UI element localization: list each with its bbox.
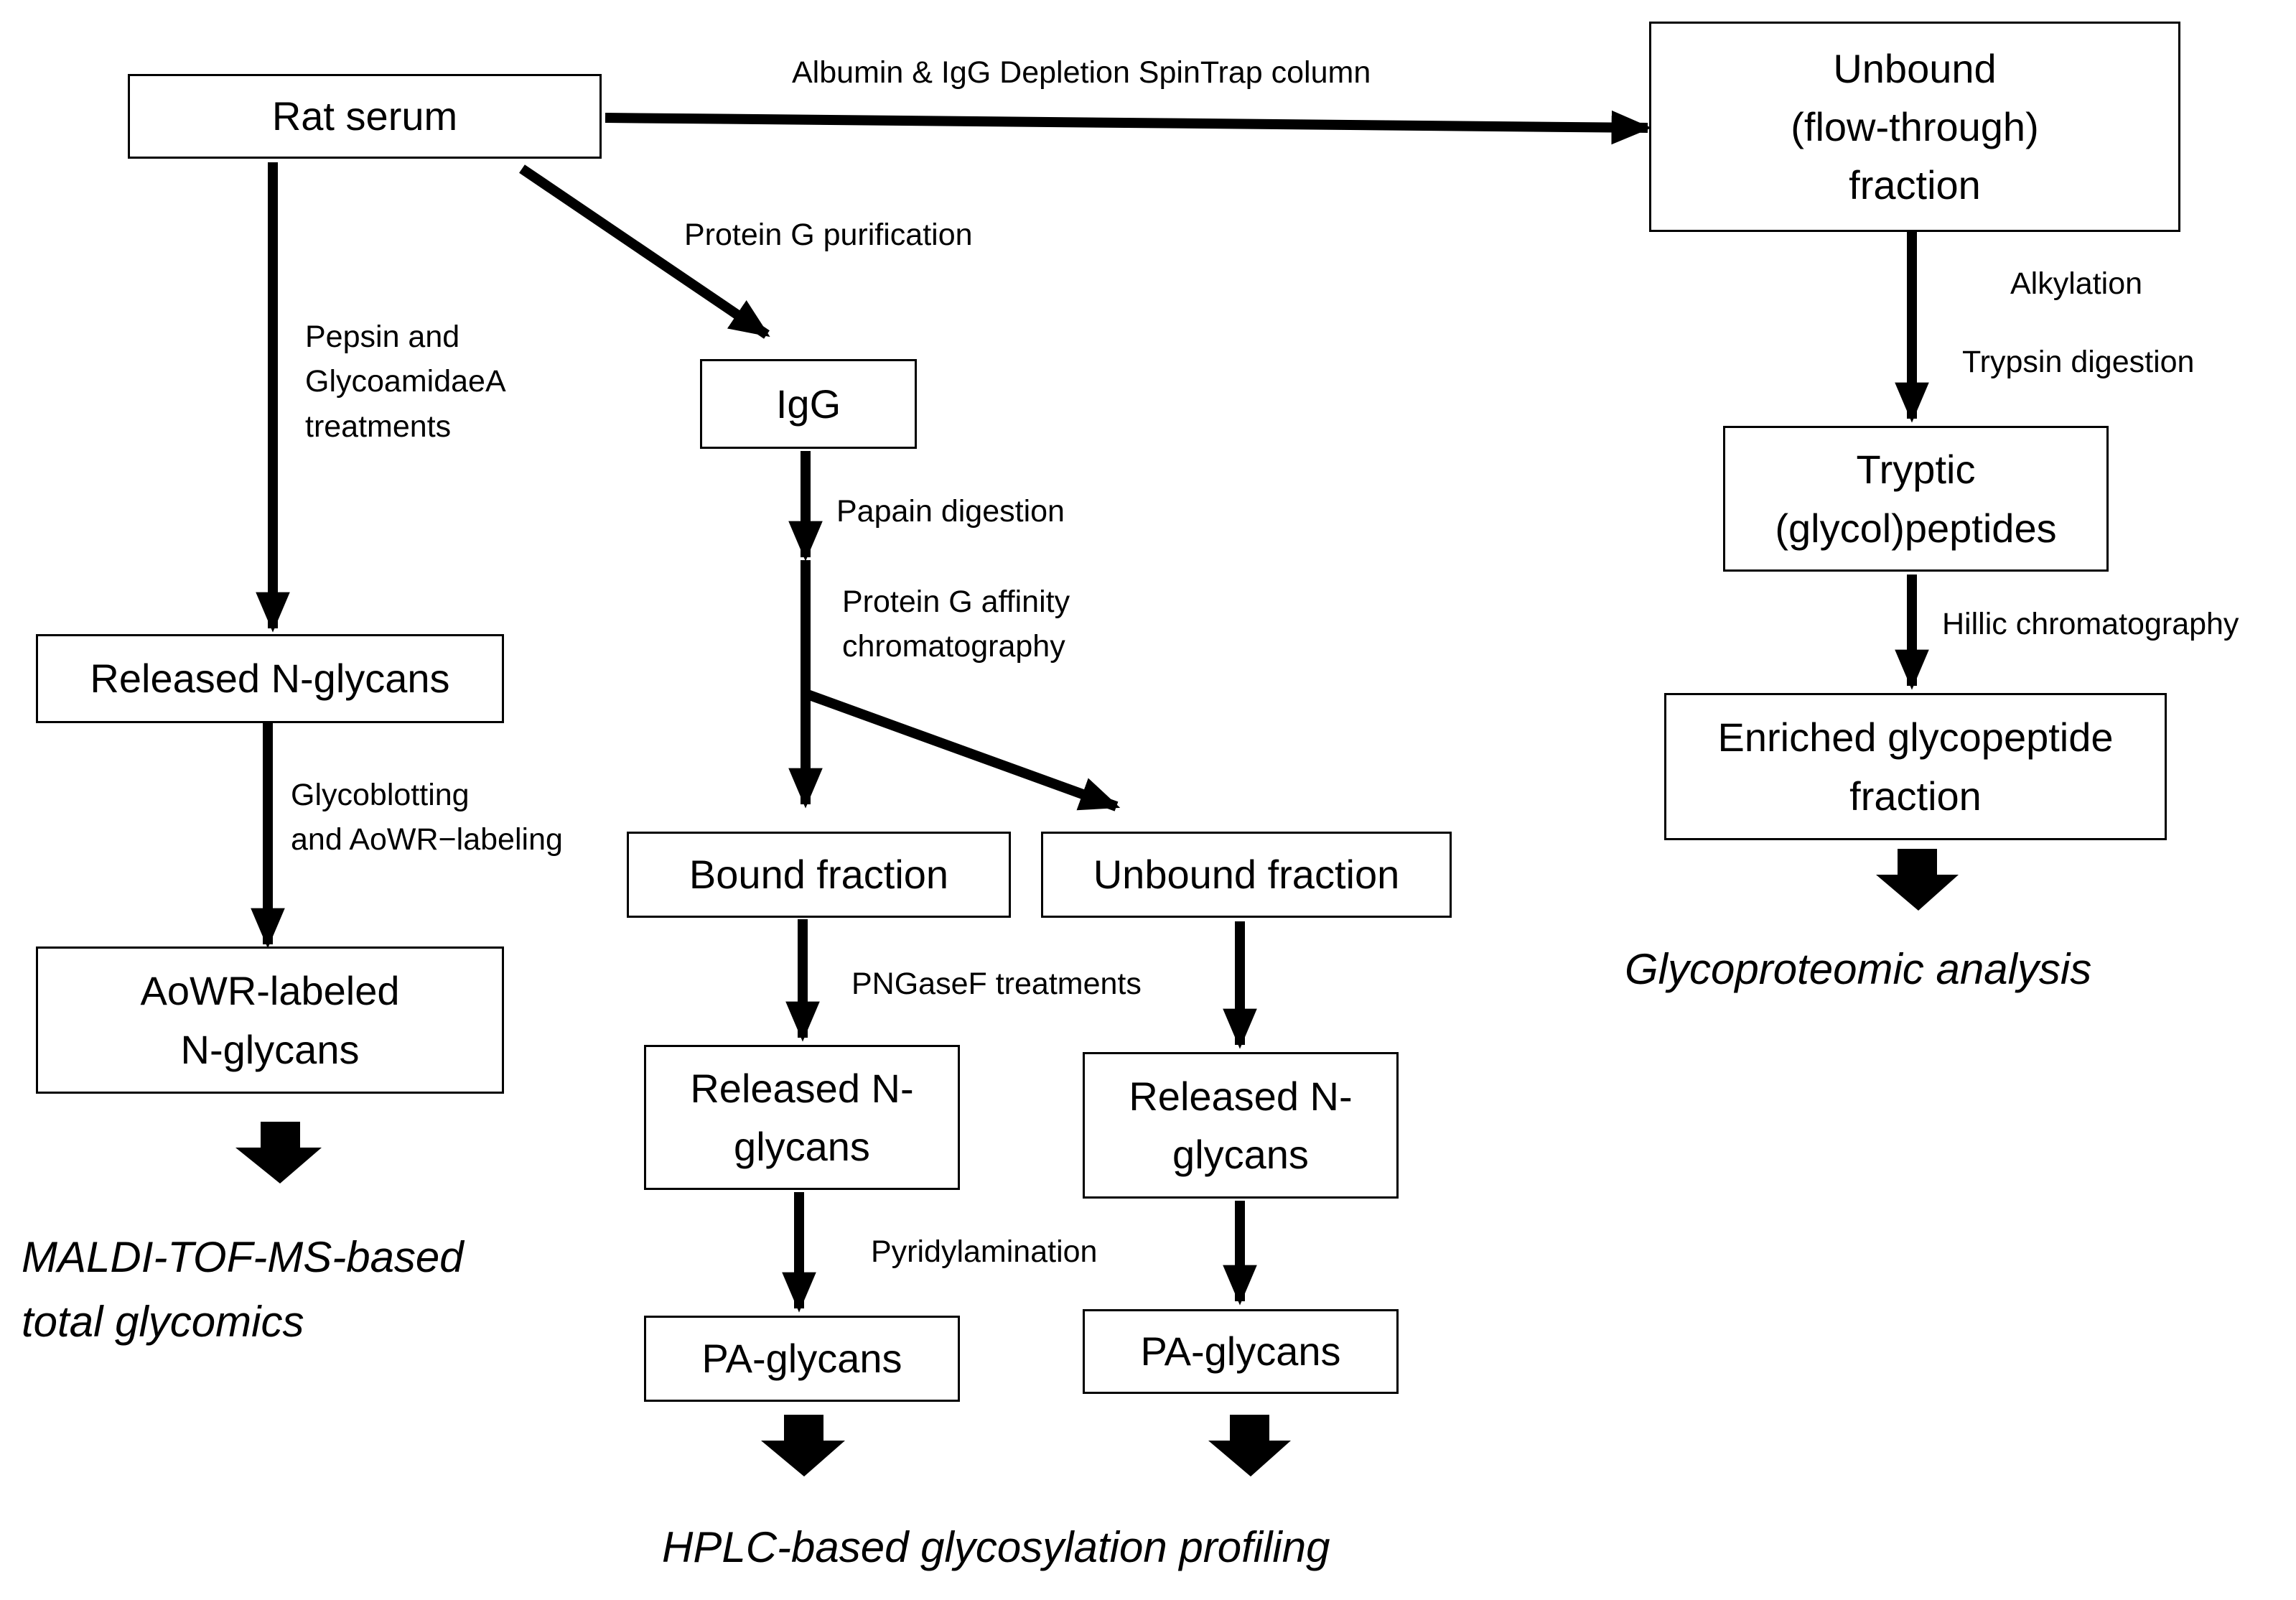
label-trypsin-digestion: Trypsin digestion xyxy=(1962,345,2195,379)
label-pyridylamination: Pyridylamination xyxy=(871,1234,1098,1269)
label-pngasef: PNGaseF treatments xyxy=(851,967,1142,1001)
outcome-maldi-total-glycomics: MALDI-TOF-MS-based total glycomics xyxy=(22,1233,464,1346)
unbound-flowthrough-text: Unbound (flow-through) fraction xyxy=(1791,45,2039,208)
aowr-labeled-text: AoWR-labeled N-glycans xyxy=(140,968,400,1072)
label-glycoblotting: Glycoblotting and AoWR−labeling xyxy=(291,778,563,857)
enriched-glycopeptide-text: Enriched glycopeptide fraction xyxy=(1717,715,2114,819)
tryptic-glycopeptides-box: Tryptic (glycol)peptides xyxy=(1723,426,2109,572)
released-nglycans-bound-text: Released N- glycans xyxy=(690,1065,914,1169)
released-nglycans-unbound-box: Released N- glycans xyxy=(1083,1052,1399,1199)
result-arrow-pa-unbound xyxy=(1208,1415,1291,1476)
label-alkylation: Alkylation xyxy=(2010,266,2143,301)
connector-arrows xyxy=(251,110,1929,1313)
rat-serum-box: Rat serum xyxy=(128,74,602,159)
released-nglycans-unbound-text: Released N- glycans xyxy=(1129,1073,1353,1177)
released-nglycans-total-text: Released N-glycans xyxy=(90,656,450,702)
label-protein-g-purification: Protein G purification xyxy=(684,218,973,252)
label-protein-g-affinity: Protein G affinity chromatography xyxy=(842,585,1070,664)
enriched-glycopeptide-box: Enriched glycopeptide fraction xyxy=(1664,693,2167,840)
unbound-fraction-box: Unbound fraction xyxy=(1041,832,1452,918)
result-arrow-maldi xyxy=(235,1122,322,1183)
aowr-labeled-box: AoWR-labeled N-glycans xyxy=(36,946,504,1094)
outcome-glycoproteomic-analysis: Glycoproteomic analysis xyxy=(1625,945,2092,993)
arrow-serum-to-flowthrough xyxy=(605,110,1652,145)
igg-box: IgG xyxy=(700,359,917,449)
result-arrow-pa-bound xyxy=(761,1415,845,1476)
label-pepsin-glycoamidase: Pepsin and GlycoamidaeA treatments xyxy=(305,320,506,444)
pa-glycans-bound-text: PA-glycans xyxy=(701,1336,902,1382)
result-arrows xyxy=(235,849,1959,1476)
rat-serum-text: Rat serum xyxy=(271,93,458,139)
label-depletion: Albumin & IgG Depletion SpinTrap column xyxy=(792,55,1371,90)
result-arrow-glycoproteomic xyxy=(1876,849,1959,911)
bound-fraction-box: Bound fraction xyxy=(627,832,1011,918)
tryptic-glycopeptides-text: Tryptic (glycol)peptides xyxy=(1775,447,2057,551)
igg-text: IgG xyxy=(775,381,841,427)
bound-fraction-text: Bound fraction xyxy=(689,852,949,898)
outcome-hplc-profiling: HPLC-based glycosylation profiling xyxy=(662,1523,1330,1571)
pa-glycans-bound-box: PA-glycans xyxy=(644,1316,960,1402)
released-nglycans-total-box: Released N-glycans xyxy=(36,634,504,723)
released-nglycans-bound-box: Released N- glycans xyxy=(644,1045,960,1190)
label-papain-digestion: Papain digestion xyxy=(836,494,1065,529)
label-hillic-chromatography: Hillic chromatography xyxy=(1942,607,2239,641)
arrow-serum-to-igg xyxy=(519,164,770,339)
pa-glycans-unbound-text: PA-glycans xyxy=(1140,1329,1341,1375)
arrow-to-unbound xyxy=(803,689,1121,811)
unbound-fraction-text: Unbound fraction xyxy=(1093,852,1400,898)
unbound-flowthrough-box: Unbound (flow-through) fraction xyxy=(1649,22,2180,232)
pa-glycans-unbound-box: PA-glycans xyxy=(1083,1309,1399,1394)
